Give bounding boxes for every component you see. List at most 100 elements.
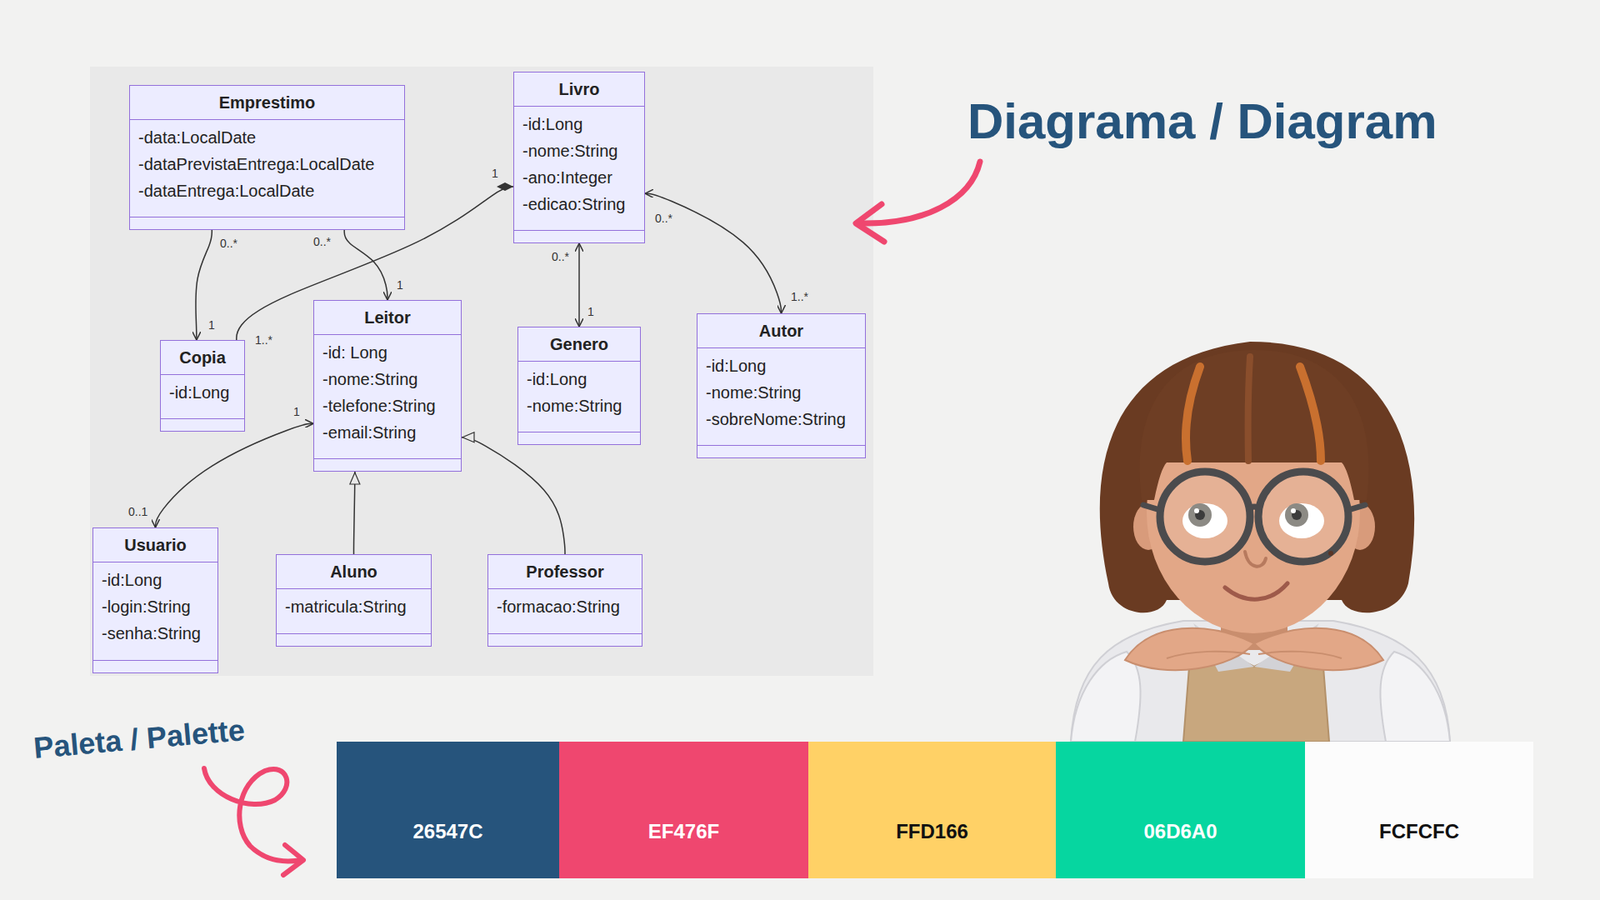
avatar-sleeve bbox=[1380, 651, 1450, 742]
page-title: Diagrama / Diagram bbox=[967, 91, 1438, 152]
class-attribute: -data:LocalDate bbox=[138, 124, 396, 151]
color-code: EF476F bbox=[559, 741, 809, 844]
class-name: Usuario bbox=[93, 528, 218, 563]
avatar-hand bbox=[1254, 628, 1384, 670]
avatar-mouth bbox=[1225, 583, 1288, 600]
class-attribute: -id:Long bbox=[705, 352, 857, 380]
class-attributes: -id:Long-nome:String-ano:Integer-edicao:… bbox=[514, 106, 645, 230]
multiplicity: 0..* bbox=[653, 211, 675, 225]
color-swatch: 06D6A0 bbox=[1055, 741, 1305, 879]
class-box: Aluno -matricula:String bbox=[275, 554, 432, 647]
class-attribute: -id:Long bbox=[526, 365, 632, 393]
color-code: 06D6A0 bbox=[1055, 741, 1305, 844]
multiplicity: 0..1 bbox=[126, 505, 150, 519]
avatar-glasses-bridge bbox=[1248, 506, 1260, 510]
avatar bbox=[1070, 341, 1450, 742]
avatar-glasses bbox=[1258, 471, 1349, 562]
class-attribute: -formacao:String bbox=[496, 593, 634, 620]
avatar-nose bbox=[1245, 551, 1266, 567]
class-name: Copia bbox=[160, 340, 245, 375]
class-box: Autor-id:Long-nome:String-sobreNome:Stri… bbox=[696, 313, 866, 459]
class-name: Livro bbox=[514, 72, 645, 107]
class-name: Emprestimo bbox=[130, 85, 405, 120]
class-attribute: -id:Long bbox=[101, 566, 210, 594]
class-box: Usuario-id:Long-login:String-senha:Strin… bbox=[92, 527, 219, 674]
multiplicity: 1 bbox=[291, 405, 302, 419]
avatar-highlight bbox=[1300, 366, 1321, 461]
class-attribute: -id: Long bbox=[322, 339, 453, 366]
class-methods bbox=[93, 660, 218, 673]
avatar-bangs bbox=[1140, 350, 1370, 500]
avatar-hand bbox=[1125, 628, 1255, 670]
class-box: Professor -formacao:String bbox=[487, 554, 643, 647]
color-swatch: FFD166 bbox=[808, 741, 1056, 879]
association-line bbox=[354, 471, 355, 555]
color-code: 26547C bbox=[336, 741, 560, 844]
avatar-glasses-arm bbox=[1143, 505, 1365, 510]
avatar-sleeve bbox=[1070, 651, 1141, 742]
multiplicity: 0..* bbox=[311, 235, 333, 249]
class-attribute: -login:String bbox=[101, 593, 210, 620]
class-attribute: -sobreNome:String bbox=[705, 405, 857, 433]
multiplicity: 1..* bbox=[253, 333, 275, 347]
multiplicity: 1 bbox=[585, 305, 596, 319]
curly-arrowhead bbox=[283, 845, 304, 875]
class-name: Leitor bbox=[314, 300, 461, 335]
class-attribute: -id:Long bbox=[169, 379, 236, 406]
class-attributes: -id:Long-nome:String bbox=[518, 361, 640, 432]
class-attributes: -id:Long bbox=[160, 375, 245, 419]
class-box: Emprestimo-data:LocalDate-dataPrevistaEn… bbox=[129, 85, 405, 230]
class-methods bbox=[314, 458, 461, 471]
class-attribute: -nome:String bbox=[705, 379, 857, 406]
class-box: Genero-id:Long-nome:String bbox=[517, 326, 641, 445]
avatar-highlight bbox=[1185, 366, 1200, 461]
association-line bbox=[645, 193, 782, 314]
class-methods bbox=[488, 633, 642, 646]
class-attribute: -dataPrevistaEntrega:LocalDate bbox=[138, 150, 396, 178]
class-box: Leitor-id: Long-nome:String-telefone:Str… bbox=[313, 300, 462, 472]
color-code: FCFCFC bbox=[1305, 741, 1534, 844]
class-name: Aluno bbox=[276, 555, 431, 590]
diagram-panel bbox=[90, 66, 874, 676]
class-name: Professor bbox=[488, 555, 642, 590]
class-attributes: -id:Long-login:String-senha:String bbox=[93, 562, 218, 660]
class-attributes: -formacao:String bbox=[488, 589, 642, 634]
multiplicity: 1 bbox=[206, 318, 217, 332]
class-attribute: -matricula:String bbox=[285, 593, 423, 620]
class-attribute: -nome:String bbox=[322, 365, 453, 393]
class-attribute: -email:String bbox=[322, 419, 453, 446]
class-attribute: -telefone:String bbox=[322, 392, 453, 420]
class-attributes: -data:LocalDate-dataPrevistaEntrega:Loca… bbox=[130, 120, 405, 217]
association-line bbox=[344, 230, 388, 300]
association-line bbox=[155, 423, 315, 528]
avatar-mole bbox=[1328, 550, 1334, 556]
class-attribute: -ano:Integer bbox=[522, 164, 636, 191]
association-line bbox=[578, 243, 580, 327]
class-name: Autor bbox=[697, 314, 865, 349]
avatar-fingers bbox=[1166, 651, 1342, 659]
class-attribute: -id:Long bbox=[522, 110, 636, 138]
class-attribute: -nome:String bbox=[522, 137, 636, 165]
class-attributes: -id:Long-nome:String-sobreNome:String bbox=[697, 348, 865, 445]
class-attributes: -matricula:String bbox=[276, 589, 431, 634]
multiplicity: 1 bbox=[490, 166, 500, 180]
class-attributes: -id: Long-nome:String-telefone:String-em… bbox=[314, 335, 461, 459]
multiplicity: 0..* bbox=[218, 236, 240, 250]
multiplicity: 1 bbox=[395, 278, 405, 292]
avatar-highlight bbox=[1248, 356, 1250, 461]
class-methods bbox=[518, 431, 640, 445]
color-swatch: 26547C bbox=[336, 741, 560, 879]
color-code: FFD166 bbox=[808, 741, 1056, 844]
class-box: Livro-id:Long-nome:String-ano:Integer-ed… bbox=[513, 71, 645, 244]
class-attribute: -dataEntrega:LocalDate bbox=[138, 177, 396, 205]
class-methods bbox=[130, 216, 405, 230]
class-methods bbox=[514, 230, 645, 243]
class-methods bbox=[697, 445, 865, 458]
association-line bbox=[461, 437, 565, 555]
multiplicity: 1..* bbox=[789, 290, 810, 304]
pointer-arrowhead bbox=[855, 204, 885, 242]
color-swatch: EF476F bbox=[559, 741, 809, 879]
class-attribute: -edicao:String bbox=[522, 190, 636, 218]
